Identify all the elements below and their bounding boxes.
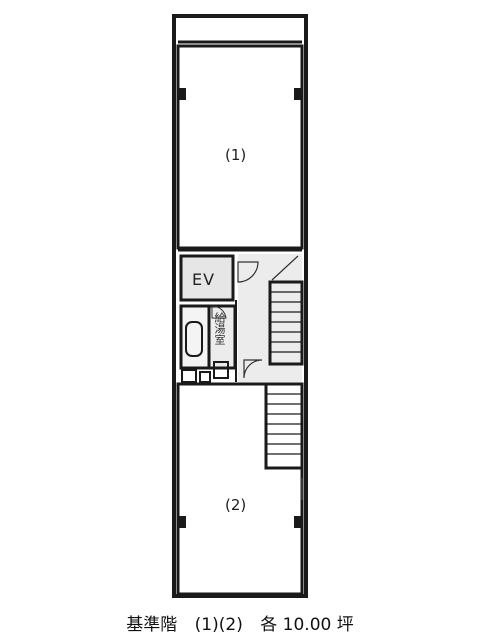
unit-area: 各 10.00 坪: [260, 615, 354, 635]
staircase-lower: [264, 382, 304, 470]
floor-name: 基準階: [126, 615, 178, 635]
unit-1-label: (1): [225, 146, 247, 164]
door-swing: [211, 305, 227, 319]
water-room-label: 給湯室: [213, 312, 226, 345]
unit-1-room: [176, 44, 304, 250]
elevator-label: EV: [192, 270, 216, 289]
plan-caption: 基準階 (1)(2) 各 10.00 坪: [0, 610, 480, 635]
door-swing: [237, 261, 259, 283]
shaft: [213, 361, 229, 379]
column: [294, 88, 302, 100]
column: [178, 88, 186, 100]
staircase-upper: [268, 280, 304, 366]
column: [178, 516, 186, 528]
outer-walls: [172, 14, 308, 598]
unit-2-label: (2): [225, 496, 247, 514]
unit-numbers: (1)(2): [194, 615, 243, 635]
outer-wall: [172, 14, 308, 598]
column: [294, 516, 302, 528]
door-swing: [243, 359, 263, 379]
toilet-fixture: [185, 321, 203, 357]
elevator-shaft: [179, 254, 235, 302]
shaft: [181, 369, 197, 383]
shaft: [199, 371, 211, 383]
